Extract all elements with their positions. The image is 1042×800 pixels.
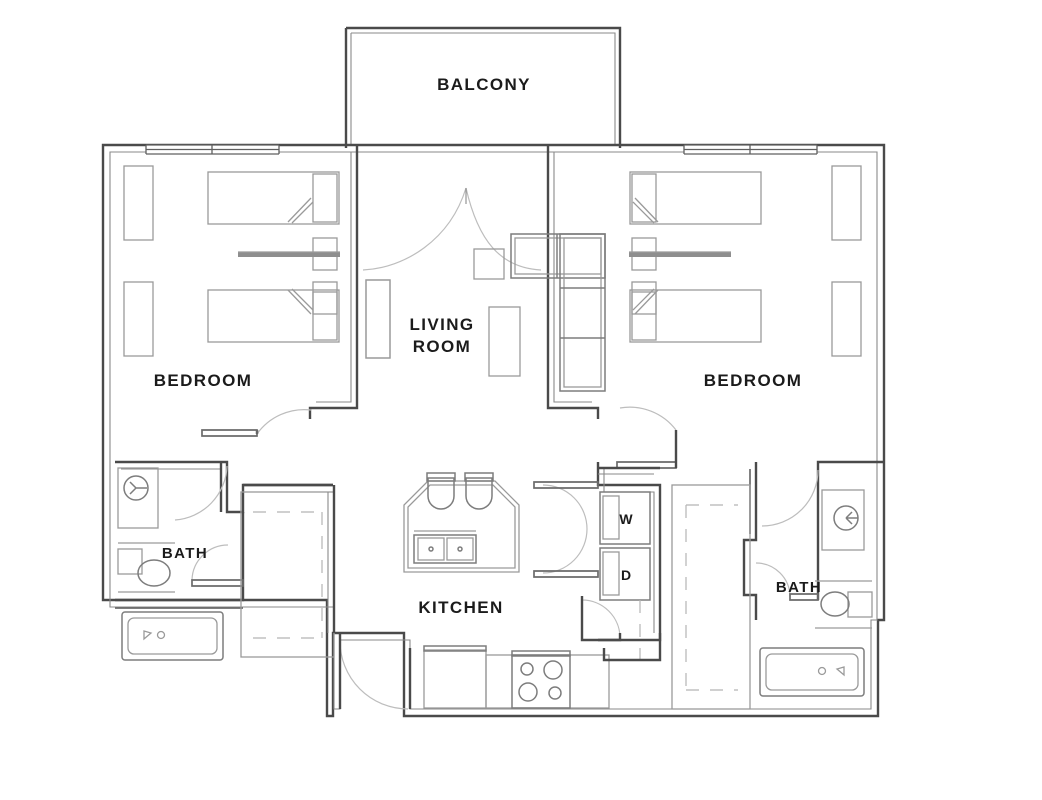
bathtub-right (759, 647, 865, 697)
coffee-table (488, 306, 521, 377)
kitchen-island (403, 480, 520, 573)
balcony-sliding-doors (362, 187, 542, 271)
wardrobe-left-1 (123, 165, 154, 241)
desk-rail-right (629, 252, 731, 257)
wardrobe-left-2 (123, 281, 154, 357)
wardrobe-right-1 (831, 165, 862, 241)
sectional-sofa (510, 233, 606, 392)
room-label-bedroom-right: BEDROOM (704, 371, 803, 390)
bed-left-bottom (207, 288, 340, 343)
closet-right (671, 484, 751, 710)
bed-left-top (207, 171, 340, 225)
room-label-living-room-line1: LIVING (409, 315, 474, 334)
kitchen: KITCHEN (403, 472, 610, 709)
nightstand-right-2 (631, 281, 657, 315)
dryer-label: D (621, 567, 631, 583)
kitchen-counter (408, 645, 610, 709)
room-label-living-room-line2: ROOM (413, 337, 471, 356)
bar-stool-1 (426, 472, 456, 510)
sink-bath-left (117, 467, 159, 529)
room-label-balcony: BALCONY (437, 75, 531, 94)
toilet-bath-right (815, 580, 873, 629)
room-label-bedroom-left: BEDROOM (154, 371, 253, 390)
bathtub-left (121, 611, 224, 661)
tv-console (365, 279, 391, 359)
bar-stool-2 (464, 472, 494, 510)
side-table (473, 248, 505, 280)
bath-left: BATH (115, 460, 336, 661)
hall-walls (243, 466, 660, 487)
wardrobe-right-2 (831, 281, 862, 357)
living-room: LIVING ROOM (365, 233, 606, 392)
dryer: D (599, 547, 651, 601)
bedroom-left: BEDROOM (123, 144, 391, 437)
entry-door (338, 633, 409, 710)
desk-rail-left (238, 252, 340, 257)
door-bedroom-right (616, 406, 678, 469)
sink-bath-right (821, 489, 865, 551)
laundry-closet: W D (533, 462, 662, 662)
bedroom-right: BEDROOM (546, 144, 862, 469)
room-label-kitchen: KITCHEN (418, 598, 503, 617)
balcony-area: BALCONY (344, 26, 622, 148)
nightstand-left-2 (312, 281, 338, 315)
toilet-bath-left (117, 542, 175, 593)
bed-right-top (629, 171, 762, 225)
room-label-bath-left: BATH (162, 545, 208, 562)
washer: W (599, 491, 651, 545)
dresser-left (365, 279, 391, 359)
washer-label: W (619, 511, 633, 527)
bath-right: BATH (671, 460, 884, 710)
closet-left (240, 491, 335, 658)
window-bedroom-left (145, 144, 280, 155)
door-bedroom-left (201, 409, 312, 437)
bed-right-bottom (629, 288, 762, 343)
window-bedroom-right (683, 144, 818, 155)
room-label-bath-right: BATH (776, 579, 822, 596)
